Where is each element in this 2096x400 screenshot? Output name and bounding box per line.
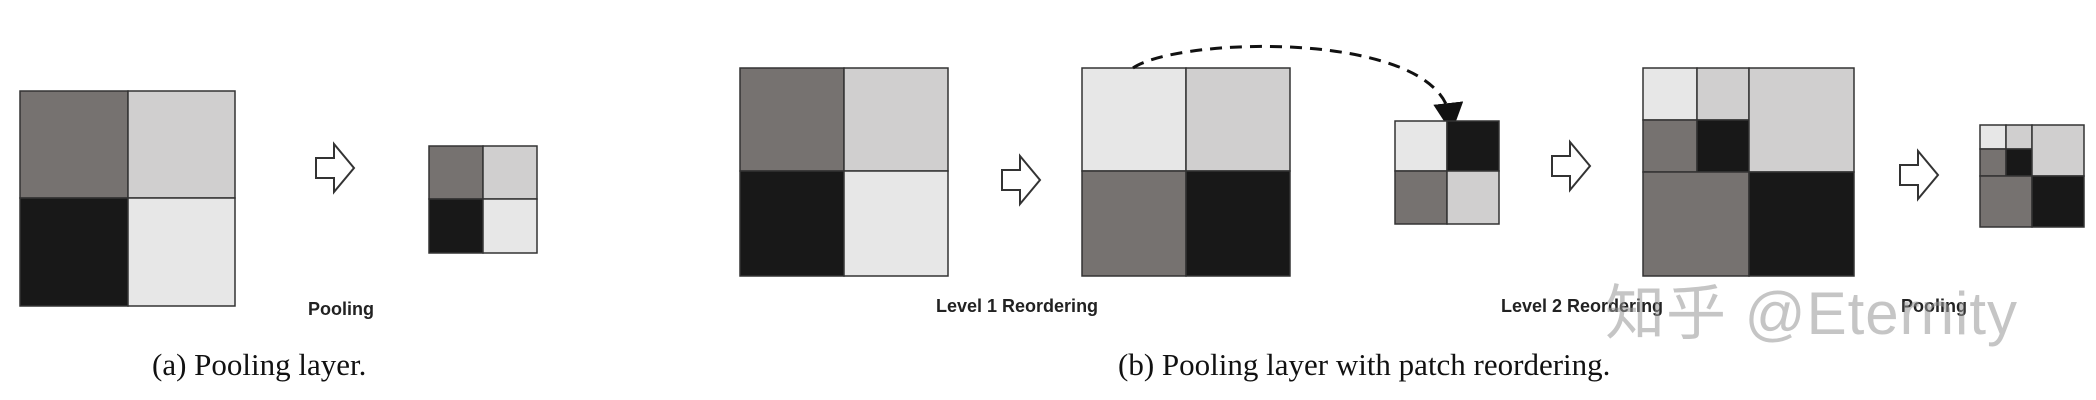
cell-light-gray (1446, 170, 1500, 225)
hollow-right-arrow-icon (1551, 139, 1592, 193)
cell-black (19, 197, 129, 307)
watermark: 知乎 @Eternity (1605, 280, 2018, 347)
cell-black (1185, 170, 1291, 277)
label-pooling-final: Pooling (1901, 296, 1967, 316)
hollow-right-arrow-icon (1001, 153, 1042, 207)
cell-dark-gray (1642, 171, 1750, 277)
cell-dark-gray (428, 145, 484, 200)
cell-lightest-gray (1642, 67, 1698, 121)
hollow-right-arrow-icon (315, 141, 356, 195)
cell-lightest-gray (482, 198, 538, 254)
cell-light-gray (482, 145, 538, 200)
cell-dark-gray (19, 90, 129, 199)
caption-a: (a) Pooling layer. (152, 347, 367, 382)
cell-black (2005, 148, 2033, 177)
label-pooling: Pooling (308, 299, 374, 319)
grid-b-output (1979, 124, 2085, 228)
hollow-right-arrow-icon (1899, 148, 1940, 202)
cell-light-gray (1185, 67, 1291, 172)
cell-black (2031, 175, 2085, 228)
cell-light-gray (2031, 124, 2085, 177)
caption-b: (b) Pooling layer with patch reordering. (1118, 347, 1611, 382)
cell-black (1446, 120, 1500, 172)
dashed-curved-arrow-icon (1132, 45, 1464, 133)
cell-light-gray (1748, 67, 1855, 173)
grid-a-output (428, 145, 538, 254)
grid-b-input (739, 67, 949, 277)
cell-lightest-gray (1394, 120, 1448, 172)
cell-black (428, 198, 484, 254)
cell-black (739, 170, 845, 277)
label-level1: Level 1 Reordering (936, 296, 1099, 316)
cell-light-gray (1696, 67, 1750, 121)
cell-dark-gray (1642, 119, 1698, 173)
grid-a-input (19, 90, 236, 307)
cell-light-gray (2005, 124, 2033, 150)
label-level2: Level 2 Reordering (1501, 296, 1664, 316)
cell-dark-gray (1081, 170, 1187, 277)
cell-dark-gray (1394, 170, 1448, 225)
cell-lightest-gray (1979, 124, 2007, 150)
cell-lightest-gray (843, 170, 949, 277)
cell-lightest-gray (127, 197, 236, 307)
grid-b-patch (1394, 120, 1500, 225)
cell-black (1696, 119, 1750, 173)
grid-b-level2 (1642, 67, 1855, 277)
cell-dark-gray (1979, 175, 2033, 228)
grid-b-level1 (1081, 67, 1291, 277)
cell-dark-gray (1979, 148, 2007, 177)
cell-lightest-gray (1081, 67, 1187, 172)
cell-light-gray (127, 90, 236, 199)
cell-light-gray (843, 67, 949, 172)
cell-dark-gray (739, 67, 845, 172)
cell-black (1748, 171, 1855, 277)
